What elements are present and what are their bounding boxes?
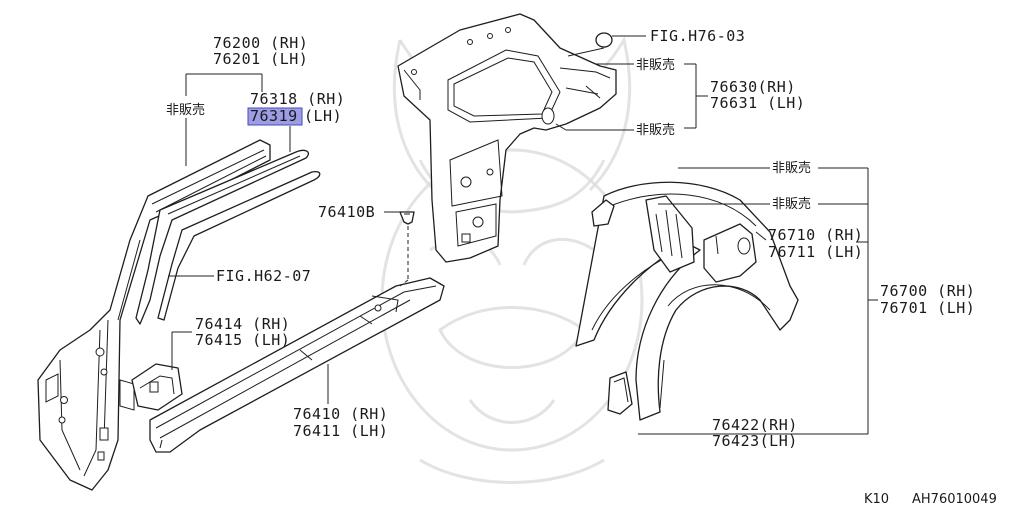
label-76711: 76711 (LH) (768, 243, 863, 261)
highlight-box (247, 107, 303, 126)
label-not-sold-top1: 非販売 (636, 57, 675, 73)
grommet-part (595, 32, 613, 48)
front-pillar-assembly (37, 139, 271, 491)
label-76319-side: (LH) (304, 107, 342, 125)
footer-code: AH76010049 (912, 492, 997, 507)
label-76201: 76201 (LH) (213, 50, 308, 68)
leader-lines (168, 35, 878, 435)
footer: K10 AH76010049 (864, 492, 997, 507)
label-76700: 76700 (RH) (880, 282, 975, 300)
label-not-sold-top2: 非販売 (636, 122, 675, 138)
inner-panel-76630 (397, 13, 617, 263)
label-76410b: 76410B (318, 203, 375, 221)
footer-model: K10 (864, 492, 889, 507)
label-76422: 76422(RH) (712, 416, 798, 434)
label-76410: 76410 (RH) (293, 405, 388, 423)
label-76415: 76415 (LH) (195, 331, 290, 349)
label-76630: 76630(RH) (710, 78, 796, 96)
label-76631: 76631 (LH) (710, 94, 805, 112)
small-panel-part (591, 199, 615, 227)
label-76710: 76710 (RH) (768, 226, 863, 244)
roof-drip-molding (157, 170, 321, 321)
label-76319-number[interactable]: 76319 (250, 107, 298, 125)
label-fig-h76-03[interactable]: FIG.H76-03 (650, 27, 745, 45)
label-not-sold-r2: 非販売 (772, 196, 811, 212)
label-76411: 76411 (LH) (293, 422, 388, 440)
side-sill-76410 (149, 277, 445, 453)
bracket-76422 (607, 371, 633, 415)
label-76200: 76200 (RH) (213, 34, 308, 52)
label-not-sold-left: 非販売 (166, 102, 205, 118)
label-fig-h62-07[interactable]: FIG.H62-07 (216, 267, 311, 285)
part-labels: 76200 (RH) 76201 (LH) 非販売 76318 (RH) 763… (166, 27, 975, 450)
inner-arch-76710 (645, 195, 757, 283)
roof-rail-part (135, 149, 310, 325)
label-76423: 76423(LH) (712, 432, 798, 450)
label-76414: 76414 (RH) (195, 315, 290, 333)
clip-76410b (399, 211, 415, 225)
label-not-sold-r1: 非販売 (772, 160, 811, 176)
bracket-76414 (131, 363, 183, 411)
label-76701: 76701 (LH) (880, 299, 975, 317)
label-76318: 76318 (RH) (250, 90, 345, 108)
